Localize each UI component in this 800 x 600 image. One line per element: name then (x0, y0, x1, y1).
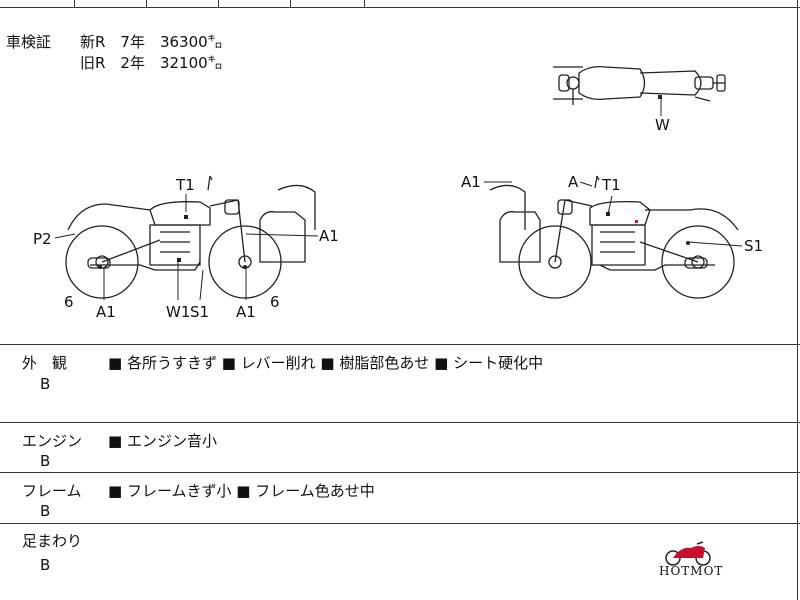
inspection-new: 新R 7年 36300㌔ (80, 33, 223, 51)
row-grade: B (40, 556, 51, 574)
right-t1-label: T1 (602, 176, 621, 194)
motorcycle-top-view (553, 65, 726, 105)
left-6-rear-label: 6 (64, 293, 74, 311)
row-grade: B (40, 502, 51, 520)
header-divider (290, 0, 291, 7)
left-a1-right-label: A1 (319, 227, 339, 245)
row-title: エンジン (22, 432, 83, 450)
row-grade: B (40, 452, 51, 470)
header-bottom-border (0, 7, 800, 8)
left-t1-label: T1 (176, 176, 195, 194)
inspection-old: 旧R 2年 32100㌔ (80, 54, 223, 72)
right-a-tank-label: A (568, 173, 579, 191)
row-title: 足まわり (22, 532, 83, 550)
row-grade: B (40, 375, 51, 393)
right-a1-case-label: A1 (461, 173, 481, 191)
row-divider (0, 422, 800, 423)
left-s1-label: S1 (190, 303, 210, 321)
row-divider (0, 523, 800, 524)
header-divider (74, 0, 75, 7)
row-title: 外 観 (22, 354, 68, 372)
leader-lines (54, 181, 743, 301)
row-title: フレーム (22, 482, 82, 500)
row-divider (0, 472, 800, 473)
right-border (797, 0, 798, 600)
header-divider (146, 0, 147, 7)
logo-motorcycle-icon (665, 541, 711, 566)
inspection-label: 車検証 (6, 33, 52, 51)
hotmot-logo: HOTMOT (655, 540, 725, 580)
left-w1-label: W1 (166, 303, 191, 321)
row-notes: ■ 各所うすきず ■ レバー削れ ■ 樹脂部色あせ ■ シート硬化中 (108, 354, 544, 372)
header-divider (218, 0, 219, 7)
w-leader (660, 98, 662, 116)
w-label: W (655, 116, 670, 134)
logo-text: HOTMOT (659, 564, 724, 578)
motorcycle-right-view (489, 175, 739, 299)
row-notes: ■ エンジン音小 (108, 432, 217, 450)
motorcycle-left-view (65, 175, 316, 299)
table-top-border (0, 344, 800, 345)
left-p2-label: P2 (33, 230, 52, 248)
right-s1-label: S1 (744, 237, 764, 255)
left-a1-front-label: A1 (236, 303, 256, 321)
header-divider (364, 0, 365, 7)
left-6-front-label: 6 (270, 293, 280, 311)
row-notes: ■ フレームきず小 ■ フレーム色あせ中 (108, 482, 375, 500)
left-a1-rear-label: A1 (96, 303, 116, 321)
